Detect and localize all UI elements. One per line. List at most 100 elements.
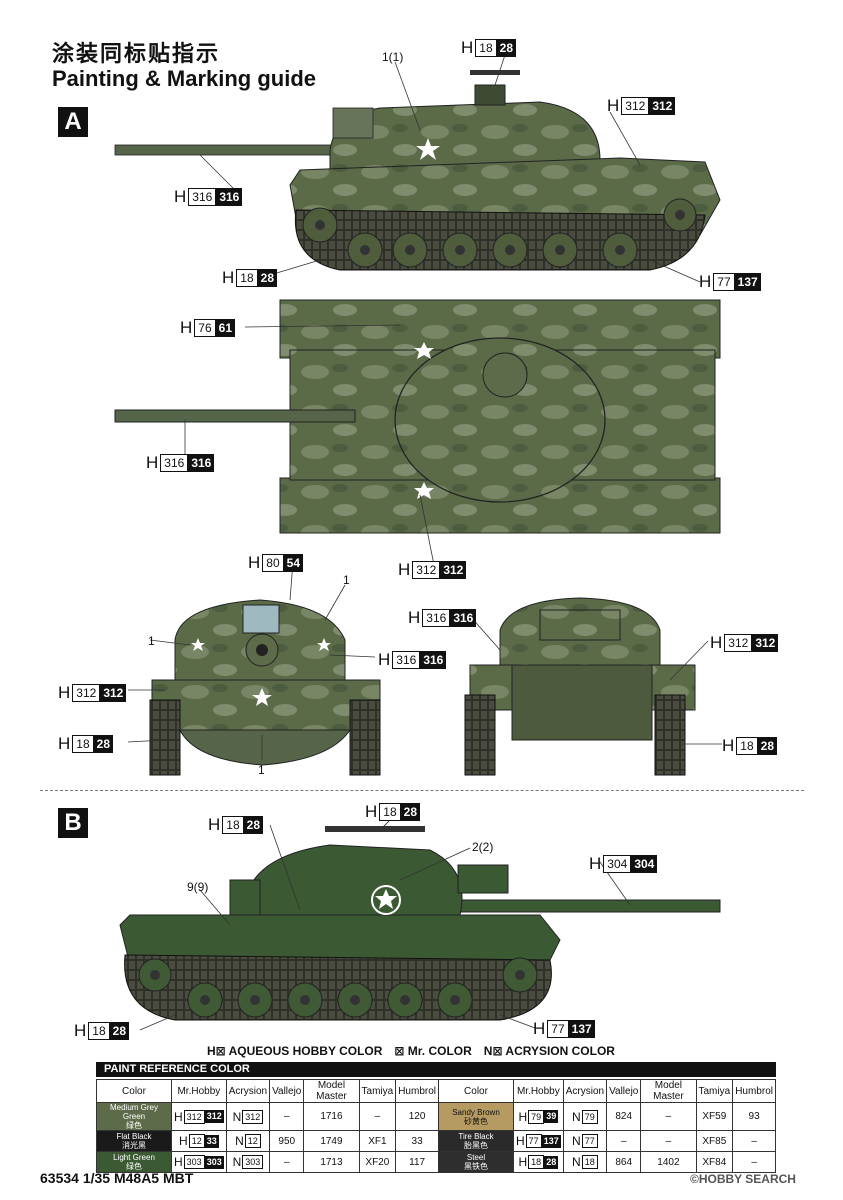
callout-hobby-code: 77 — [547, 1020, 569, 1038]
hobby-code: 303 — [183, 1155, 205, 1169]
callout-mr-code: 304 — [631, 855, 658, 873]
callout-mr-code: 61 — [215, 319, 235, 337]
callout-mr-code: 312 — [649, 97, 676, 115]
callout-mr-code: 28 — [496, 39, 516, 57]
mm-cell: 1713 — [303, 1151, 360, 1173]
callout-hobby-code: 76 — [194, 319, 216, 337]
vallejo-cell: – — [269, 1102, 305, 1131]
callout-hobby-code: 312 — [621, 97, 650, 115]
callout-hobby-code: 312 — [72, 684, 101, 702]
callout-mr-code: 28 — [93, 735, 113, 753]
front-view — [149, 599, 381, 776]
hobby-code: 77 — [525, 1134, 542, 1148]
callout-h: H — [174, 187, 187, 206]
callout-h: H — [74, 1021, 87, 1040]
callout-mr-code: 312 — [440, 561, 467, 579]
hobby-code: 312 — [183, 1109, 205, 1124]
callout-h: H — [589, 854, 602, 873]
column-header: Model Master — [640, 1079, 697, 1103]
product-code: 63534 1/35 M48A5 MBT — [40, 1170, 194, 1186]
vallejo-cell: – — [269, 1151, 305, 1173]
callout-mr-code: 137 — [568, 1020, 595, 1038]
callout-mr-code: 28 — [757, 737, 777, 755]
tamiya-cell: XF1 — [358, 1130, 397, 1152]
callout-h: H — [208, 815, 221, 834]
column-header: Color — [438, 1079, 514, 1103]
callout-hobby-code: 77 — [713, 273, 735, 291]
callout-mr-code: 137 — [734, 273, 761, 291]
column-header: Vallejo — [606, 1079, 642, 1103]
tamiya-cell: XF84 — [695, 1151, 734, 1173]
column-header: Mr.Hobby — [513, 1079, 564, 1103]
mr-color-code: 33 — [204, 1134, 219, 1148]
paint-reference-table: Color Mr.Hobby Acrysion Vallejo Model Ma… — [96, 1079, 776, 1173]
tamiya-cell: – — [358, 1102, 397, 1131]
watermark: ©HOBBY SEARCH — [690, 1172, 796, 1186]
callout-h: H — [58, 683, 71, 702]
column-header: Model Master — [303, 1079, 360, 1103]
callout-mr-code: 28 — [109, 1022, 129, 1040]
callout-hobby-code: 312 — [412, 561, 441, 579]
callout-hobby-code: 18 — [72, 735, 94, 753]
callout-hobby-code: 316 — [188, 188, 217, 206]
acrysion-code: 79 — [581, 1109, 598, 1124]
acrysion-code: 312 — [242, 1109, 264, 1124]
callout-h: H — [699, 272, 712, 291]
callout-h: H — [146, 453, 159, 472]
callout-hobby-code: 18 — [222, 816, 244, 834]
callout-hobby-code: 312 — [724, 634, 753, 652]
callout-h: H — [58, 734, 71, 753]
humbrol-cell: 93 — [732, 1102, 776, 1131]
color-name-cn: 胎黑色 — [464, 1141, 488, 1150]
hobby-code: 18 — [528, 1155, 545, 1169]
vallejo-cell: – — [606, 1130, 642, 1152]
mm-cell: – — [640, 1130, 697, 1152]
mr-color-code: 312 — [204, 1110, 224, 1123]
callout-h: H — [722, 736, 735, 755]
callout-mr-code: 28 — [257, 269, 277, 287]
column-header: Humbrol — [732, 1079, 776, 1103]
callout-mr-code: 316 — [450, 609, 477, 627]
acrysion-code: 18 — [581, 1155, 598, 1169]
color-name: Light Green — [113, 1153, 155, 1162]
acrysion-code: 303 — [242, 1155, 264, 1169]
callout-h: H — [533, 1019, 546, 1038]
color-name-cn: 绿色 — [126, 1121, 142, 1130]
rear-view — [464, 597, 696, 776]
callout-hobby-code: 18 — [379, 803, 401, 821]
column-header: Tamiya — [695, 1079, 734, 1103]
humbrol-cell: 117 — [395, 1151, 439, 1173]
color-name: Steel — [466, 1153, 486, 1162]
decal-number: 2(2) — [472, 840, 494, 854]
legend-mr-color: ⊠ Mr. COLOR — [394, 1044, 472, 1058]
callout-hobby-code: 18 — [475, 39, 497, 57]
column-header: Acrysion — [225, 1079, 271, 1103]
humbrol-cell: – — [732, 1151, 776, 1173]
mm-cell: 1402 — [640, 1151, 697, 1173]
callout-mr-code: 316 — [188, 454, 215, 472]
page-title: Painting & Marking guide — [52, 66, 317, 91]
callout-h: H — [461, 38, 474, 57]
section-a-label: A — [58, 107, 88, 137]
callout-h: H — [710, 633, 723, 652]
